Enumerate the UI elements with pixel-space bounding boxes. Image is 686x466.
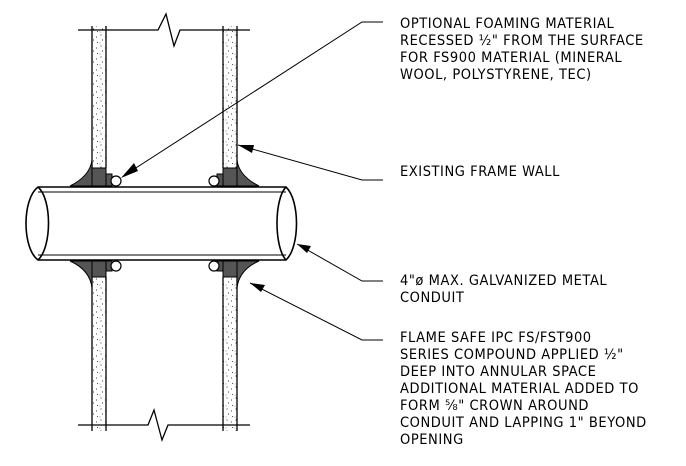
left-wall-upper: [91, 26, 107, 168]
note-compound-line-1: FLAME SAFE IPC FS/FST900: [400, 330, 592, 346]
note-sealant-compound: FLAME SAFE IPC FS/FST900 SERIES COMPOUND…: [400, 330, 647, 449]
leader-foaming: [121, 21, 383, 178]
backer-rods: [110, 175, 220, 272]
note-existing-frame-wall: EXISTING FRAME WALL: [400, 164, 560, 181]
leader-conduit: [296, 243, 383, 282]
note-frame-wall-line-1: EXISTING FRAME WALL: [400, 164, 560, 180]
note-compound-line-2: SERIES COMPOUND APPLIED ½": [400, 347, 624, 363]
note-compound-line-4: ADDITIONAL MATERIAL ADDED TO: [400, 381, 639, 397]
note-compound-line-5: FORM ⅝" CROWN AROUND: [400, 398, 590, 414]
leader-frame-wall: [237, 144, 383, 181]
note-metal-conduit: 4"ø MAX. GALVANIZED METAL CONDUIT: [400, 273, 607, 307]
left-wall-lower: [91, 277, 107, 431]
note-conduit-line-2: CONDUIT: [400, 290, 465, 306]
right-wall-lower: [222, 277, 238, 431]
sealant-fillets: [69, 159, 260, 289]
right-wall-upper: [222, 26, 238, 168]
leader-compound: [249, 282, 383, 341]
note-foaming-material: OPTIONAL FOAMING MATERIAL RECESSED ½" FR…: [400, 16, 644, 84]
note-conduit-line-1: 4"ø MAX. GALVANIZED METAL: [400, 273, 608, 289]
note-compound-line-6: CONDUIT AND LAPPING 1" BEYOND: [400, 415, 647, 431]
conduit-pipe: [25, 186, 298, 261]
top-break-line: [78, 12, 250, 49]
note-foaming-line-1: OPTIONAL FOAMING MATERIAL: [400, 16, 615, 32]
note-compound-line-7: OPENING: [400, 432, 464, 448]
note-compound-line-3: DEEP INTO ANNULAR SPACE: [400, 364, 597, 380]
bottom-break-line: [78, 407, 250, 443]
note-foaming-line-2: RECESSED ½" FROM THE SURFACE: [400, 33, 644, 49]
note-foaming-line-3: FOR FS900 MATERIAL (MINERAL: [400, 50, 623, 66]
note-foaming-line-4: WOOL, POLYSTYRENE, TEC): [400, 67, 592, 83]
